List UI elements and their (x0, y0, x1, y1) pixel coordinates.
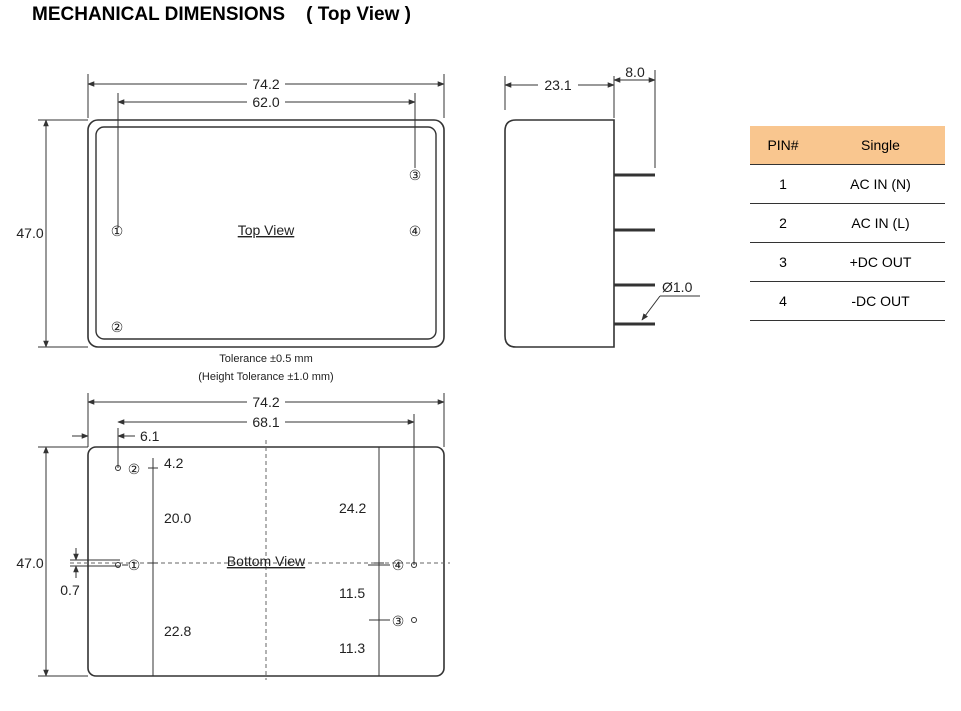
bottom-view (38, 393, 450, 680)
pin-function: +DC OUT (816, 242, 945, 282)
pin-number: 4 (750, 281, 816, 321)
bottom-dim-22-8: 22.8 (164, 623, 191, 639)
pin-number: 2 (750, 203, 816, 243)
top-dim-74-2: 74.2 (252, 76, 279, 92)
pin-number: 3 (750, 242, 816, 282)
pin-table-header-single: Single (816, 126, 945, 165)
bottom-pin-1-label: ① (128, 557, 141, 573)
top-view (38, 74, 445, 348)
top-dim-62-0: 62.0 (252, 94, 279, 110)
table-row: 4 -DC OUT (750, 281, 945, 321)
side-view (504, 70, 700, 348)
pin-table-header-pin: PIN# (750, 126, 816, 165)
bottom-dim-20-0: 20.0 (164, 510, 191, 526)
page-title: MECHANICAL DIMENSIONS ( Top View ) (32, 4, 411, 25)
table-row: 3 +DC OUT (750, 242, 945, 282)
side-dim-23-1: 23.1 (544, 77, 571, 93)
pin-number: 1 (750, 164, 816, 204)
bottom-dim-24-2: 24.2 (339, 500, 366, 516)
top-pin-1-label: ① (111, 223, 124, 239)
bottom-pin-3-label: ③ (392, 613, 405, 629)
bottom-dim-74-2: 74.2 (252, 394, 279, 410)
bottom-dim-6-1: 6.1 (140, 428, 160, 444)
pin-function: AC IN (L) (816, 203, 945, 243)
pin-table: PIN# Single 1 AC IN (N) 2 AC IN (L) 3 +D… (750, 126, 945, 321)
bottom-dim-47-0: 47.0 (16, 555, 43, 571)
table-row: 2 AC IN (L) (750, 203, 945, 243)
tolerance-line-1: Tolerance ±0.5 mm (219, 353, 312, 365)
bottom-pin-4-label: ④ (392, 557, 405, 573)
top-pin-4-label: ④ (409, 223, 422, 239)
bottom-dim-68-1: 68.1 (252, 414, 279, 430)
bottom-view-label: Bottom View (227, 553, 306, 569)
top-dim-47-0: 47.0 (16, 225, 43, 241)
bottom-dim-11-3: 11.3 (339, 640, 365, 656)
table-row: 1 AC IN (N) (750, 164, 945, 204)
top-view-label: Top View (238, 222, 295, 238)
side-dim-8-0: 8.0 (625, 64, 645, 80)
bottom-dim-11-5: 11.5 (339, 585, 365, 601)
tolerance-line-2: (Height Tolerance ±1.0 mm) (198, 371, 333, 383)
pin-table-header: PIN# Single (750, 126, 945, 165)
side-dim-pin-diameter: Ø1.0 (662, 279, 693, 295)
pin-function: AC IN (N) (816, 164, 945, 204)
top-pin-2-label: ② (111, 319, 124, 335)
top-pin-3-label: ③ (409, 167, 422, 183)
bottom-pin-2-label: ② (128, 461, 141, 477)
bottom-dim-4-2: 4.2 (164, 455, 184, 471)
pin-function: -DC OUT (816, 281, 945, 321)
bottom-dim-0-7: 0.7 (60, 582, 80, 598)
